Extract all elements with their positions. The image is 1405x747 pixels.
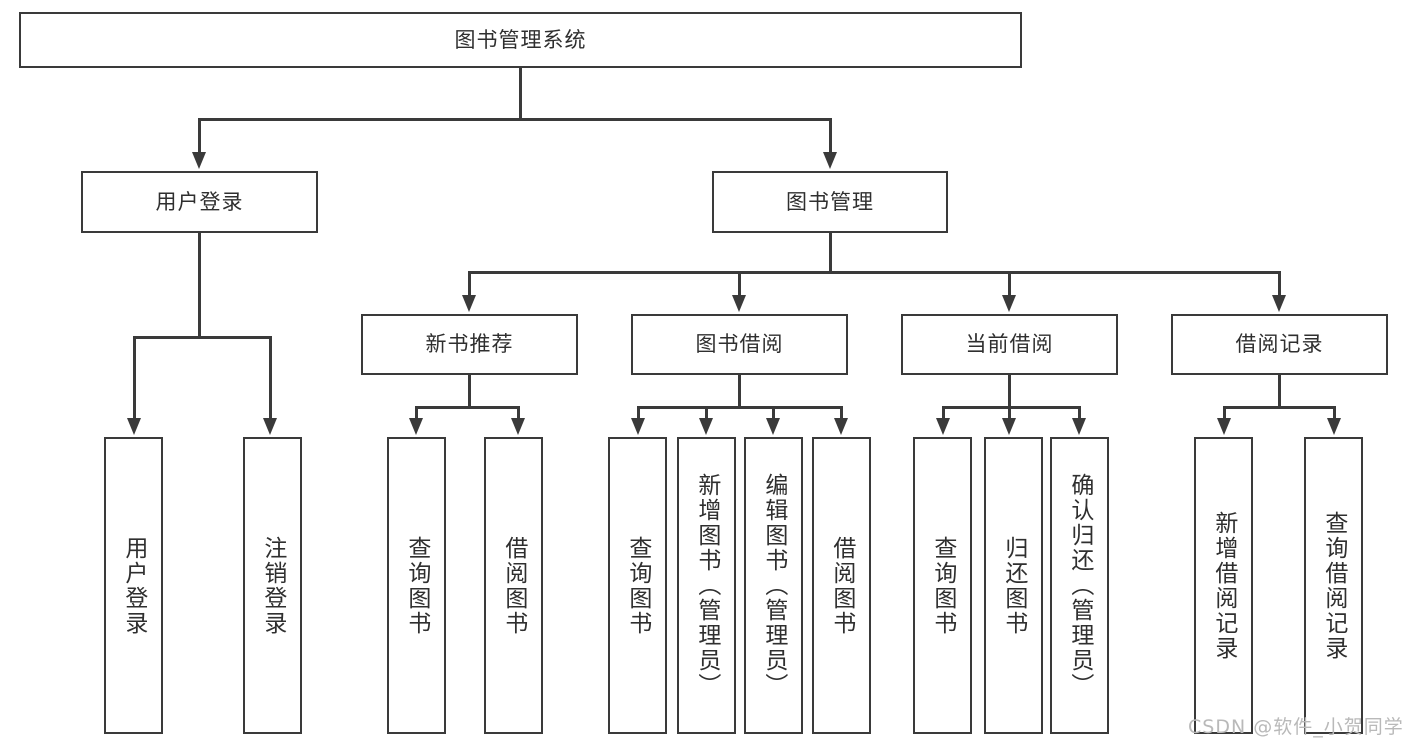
node-label: 借阅记录: [1235, 332, 1324, 357]
node-label: 用户登录: [155, 189, 244, 214]
arrowhead-leaf-query-book-1: [409, 418, 423, 435]
node-leaf-user-logout[interactable]: 注销登录: [243, 437, 302, 734]
node-label: 用户登录: [120, 535, 147, 636]
connector-nbr-branch-2: [517, 406, 520, 420]
arrowhead-user-login: [192, 152, 206, 169]
node-label: 确认归还（管理员）: [1066, 473, 1093, 698]
connector-bb-branch-3: [772, 406, 775, 420]
arrowhead-book-borrow: [732, 295, 746, 312]
connector-root-stem: [519, 68, 522, 119]
node-leaf-edit-book[interactable]: 编辑图书（管理员）: [744, 437, 803, 734]
connector-bb-branch-2: [705, 406, 708, 420]
node-label: 图书借阅: [695, 332, 784, 357]
node-leaf-user-login[interactable]: 用户登录: [104, 437, 163, 734]
node-label: 当前借阅: [965, 332, 1054, 357]
connector-cb-bus: [942, 406, 1080, 409]
node-label: 新增图书（管理员）: [693, 473, 720, 698]
node-leaf-borrow-book-2[interactable]: 借阅图书: [812, 437, 871, 734]
arrowhead-leaf-return-book: [1002, 418, 1016, 435]
node-leaf-add-book[interactable]: 新增图书（管理员）: [677, 437, 736, 734]
arrowhead-leaf-confirm-return: [1072, 418, 1086, 435]
arrowhead-leaf-add-book: [699, 418, 713, 435]
arrowhead-leaf-query-book-3: [936, 418, 950, 435]
arrowhead-leaf-edit-book: [766, 418, 780, 435]
connector-user-login-bus: [133, 336, 271, 339]
connector-root-bus: [198, 118, 831, 121]
node-leaf-return-book[interactable]: 归还图书: [984, 437, 1043, 734]
node-label: 新书推荐: [425, 332, 514, 357]
node-label: 图书管理系统: [454, 27, 587, 52]
node-label: 新增借阅记录: [1210, 510, 1237, 661]
connector-nbr-bus: [415, 406, 519, 409]
node-leaf-query-book-3[interactable]: 查询图书: [913, 437, 972, 734]
node-label: 查询图书: [929, 535, 956, 636]
connector-br-branch-2: [1333, 406, 1336, 420]
connector-bb-bus: [637, 406, 842, 409]
connector-bb-stem: [738, 375, 741, 408]
arrowhead-current-borrow: [1002, 295, 1016, 312]
arrowhead-leaf-query-record: [1327, 418, 1341, 435]
connector-bm-branch-2: [738, 271, 741, 297]
node-book-management[interactable]: 图书管理: [712, 171, 948, 233]
node-leaf-query-book-2[interactable]: 查询图书: [608, 437, 667, 734]
connector-book-management-stem: [829, 233, 832, 272]
arrowhead-leaf-user-login: [127, 418, 141, 435]
connector-br-stem: [1278, 375, 1281, 408]
node-leaf-add-record[interactable]: 新增借阅记录: [1194, 437, 1253, 734]
connector-bm-branch-4: [1278, 271, 1281, 297]
node-root-book-management-system[interactable]: 图书管理系统: [19, 12, 1022, 68]
arrowhead-borrow-record: [1272, 295, 1286, 312]
arrowhead-leaf-user-logout: [263, 418, 277, 435]
connector-bm-branch-1: [468, 271, 471, 297]
node-user-login[interactable]: 用户登录: [81, 171, 318, 233]
arrowhead-book-management: [823, 152, 837, 169]
node-borrow-record[interactable]: 借阅记录: [1171, 314, 1388, 375]
node-label: 注销登录: [259, 535, 286, 636]
connector-cb-stem: [1008, 375, 1011, 408]
arrowhead-leaf-borrow-book-2: [834, 418, 848, 435]
connector-bb-branch-1: [637, 406, 640, 420]
node-label: 查询图书: [403, 535, 430, 636]
connector-root-to-user-login: [198, 118, 201, 154]
arrowhead-leaf-add-record: [1217, 418, 1231, 435]
node-leaf-query-book-1[interactable]: 查询图书: [387, 437, 446, 734]
node-book-borrow[interactable]: 图书借阅: [631, 314, 848, 375]
arrowhead-leaf-borrow-book-1: [511, 418, 525, 435]
node-label: 编辑图书（管理员）: [760, 473, 787, 698]
connector-br-branch-1: [1223, 406, 1226, 420]
connector-user-login-branch-2: [269, 336, 272, 420]
node-label: 查询借阅记录: [1320, 510, 1347, 661]
connector-cb-branch-2: [1008, 406, 1011, 420]
connector-bm-branch-3: [1008, 271, 1011, 297]
node-new-book-recommend[interactable]: 新书推荐: [361, 314, 578, 375]
node-label: 查询图书: [624, 535, 651, 636]
connector-user-login-stem: [198, 233, 201, 336]
node-label: 归还图书: [1000, 535, 1027, 636]
connector-nbr-stem: [468, 375, 471, 408]
connector-br-bus: [1223, 406, 1335, 409]
connector-root-to-book-management: [829, 118, 832, 154]
arrowhead-new-book-recommend: [462, 295, 476, 312]
node-label: 借阅图书: [828, 535, 855, 636]
arrowhead-leaf-query-book-2: [631, 418, 645, 435]
connector-user-login-branch-1: [133, 336, 136, 420]
node-leaf-confirm-return[interactable]: 确认归还（管理员）: [1050, 437, 1109, 734]
node-current-borrow[interactable]: 当前借阅: [901, 314, 1118, 375]
connector-cb-branch-1: [942, 406, 945, 420]
connector-nbr-branch-1: [415, 406, 418, 420]
node-leaf-query-record[interactable]: 查询借阅记录: [1304, 437, 1363, 734]
node-label: 图书管理: [786, 189, 874, 214]
connector-book-management-bus: [468, 271, 1280, 274]
node-label: 借阅图书: [500, 535, 527, 636]
node-leaf-borrow-book-1[interactable]: 借阅图书: [484, 437, 543, 734]
connector-bb-branch-4: [840, 406, 843, 420]
connector-cb-branch-3: [1078, 406, 1081, 420]
